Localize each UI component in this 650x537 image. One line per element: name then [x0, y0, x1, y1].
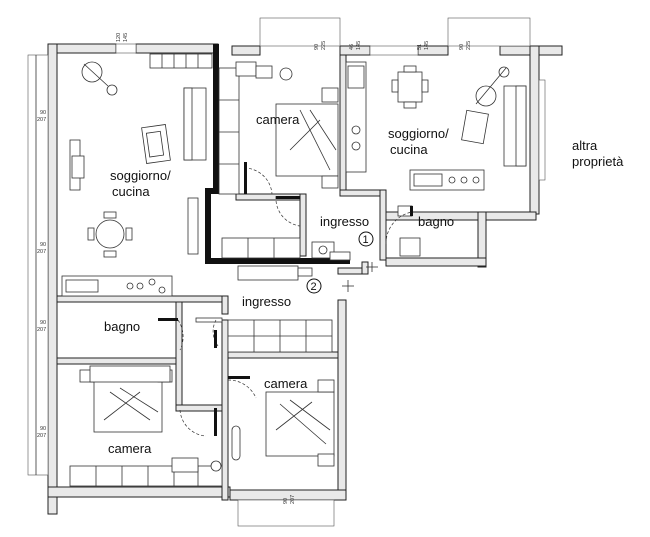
dim-4b: 145 — [424, 41, 430, 50]
dim-2b: 225 — [321, 41, 327, 50]
dim-4a: 51 — [417, 44, 423, 50]
dim-10a: 90 — [283, 498, 289, 504]
ingresso-top-label: ingresso — [320, 214, 369, 229]
neighbor-label-2: proprietà — [572, 154, 624, 169]
unit-2-marker — [306, 278, 322, 294]
dim-10b: 207 — [290, 495, 296, 504]
dim-3a: 46 — [349, 44, 355, 50]
camera-mid-label: camera — [264, 376, 308, 391]
lower-unit-furniture — [69, 265, 335, 487]
dim-6b: 207 — [37, 117, 46, 123]
camera-top-label: camera — [256, 112, 300, 127]
dim-1b: 145 — [123, 33, 129, 42]
ingresso-top-fixtures — [243, 162, 351, 261]
unit-1-number: 1 — [363, 234, 369, 246]
dim-1a: 120 — [116, 33, 122, 42]
dim-5b: 225 — [466, 41, 472, 50]
bagno-left-label: bagno — [104, 319, 140, 334]
neighbor-label-1: altra — [572, 138, 598, 153]
room-labels: soggiorno/ cucina soggiorno/ cucina came… — [104, 112, 624, 456]
right-bagno-fixtures — [385, 205, 421, 257]
dim-7b: 207 — [37, 249, 46, 255]
left-living-label-2: cucina — [112, 184, 150, 199]
unit-2-number: 2 — [311, 281, 317, 293]
right-living-label-1: soggiorno/ — [388, 126, 449, 141]
dim-9a: 90 — [40, 426, 46, 432]
dim-2a: 90 — [314, 44, 320, 50]
bagno-right-label: bagno — [418, 214, 454, 229]
left-living-furniture — [61, 53, 301, 297]
dim-3b: 145 — [356, 41, 362, 50]
reference-marks — [342, 262, 378, 292]
unit-1-marker — [358, 231, 374, 247]
right-living-furniture — [391, 65, 527, 191]
dim-8a: 90 — [40, 320, 46, 326]
dim-9b: 207 — [37, 433, 46, 439]
camera-bottom-label: camera — [108, 441, 152, 456]
dimension-labels: 120 145 90 225 46 145 51 145 90 225 90 2… — [37, 33, 472, 504]
dim-6a: 90 — [40, 110, 46, 116]
windows — [27, 17, 546, 527]
dim-7a: 90 — [40, 242, 46, 248]
ingresso-bottom-label: ingresso — [242, 294, 291, 309]
right-living-label-2: cucina — [390, 142, 428, 157]
left-living-label-1: soggiorno/ — [110, 168, 171, 183]
dim-5a: 90 — [459, 44, 465, 50]
top-camera-furniture — [235, 61, 367, 189]
interior-walls — [56, 44, 387, 501]
dim-8b: 207 — [37, 327, 46, 333]
unit-markers: 1 2 — [306, 231, 374, 294]
